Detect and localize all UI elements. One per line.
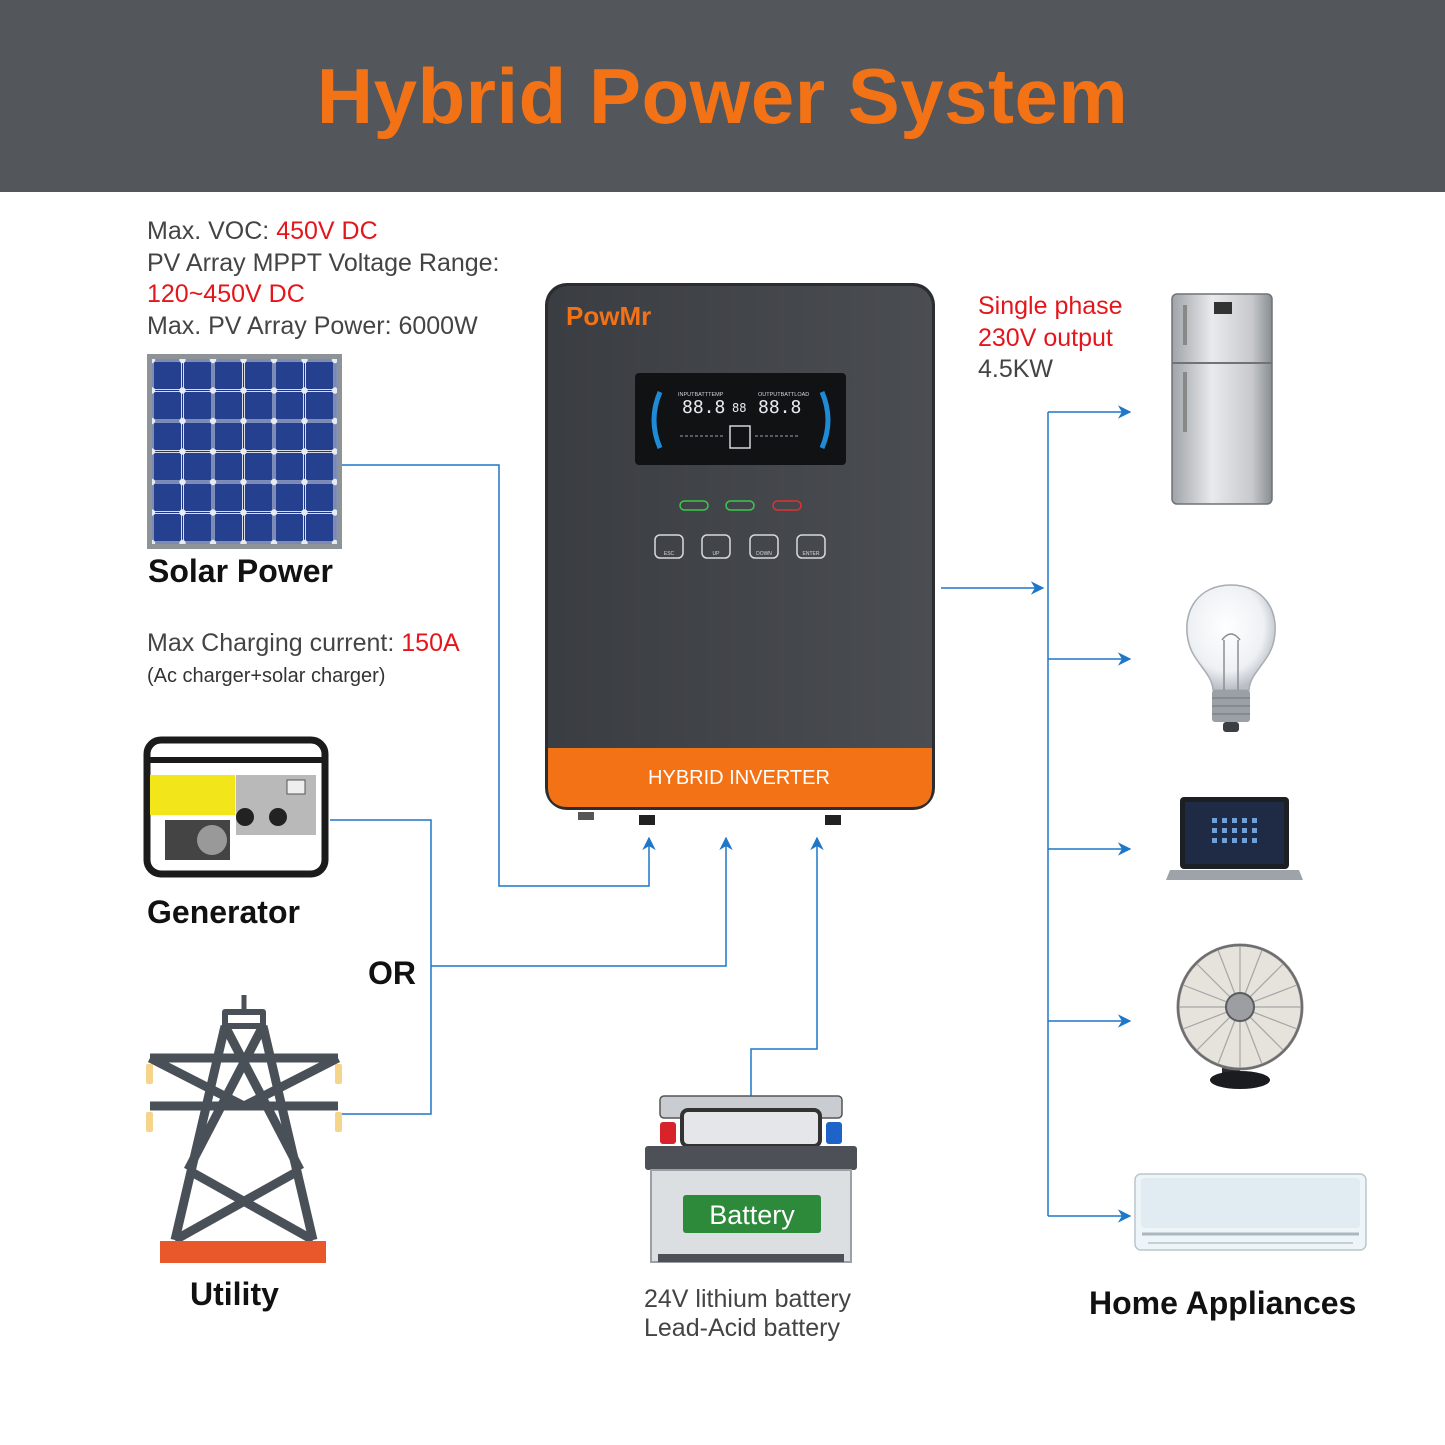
utility-base (160, 1241, 326, 1263)
battery-types: 24V lithium battery Lead-Acid battery (644, 1285, 851, 1343)
solar-panel-icon (147, 354, 342, 549)
inverter-brand: PowMr (566, 301, 651, 331)
charging-value: 150A (401, 629, 460, 657)
generator-icon (143, 736, 329, 878)
voc-line: Max. VOC: 450V DC (147, 216, 500, 248)
solar-line (342, 464, 656, 887)
esc-button: ESC (664, 551, 675, 557)
battery-icon (645, 1095, 857, 1263)
output-voltage: 230V output (978, 323, 1113, 352)
lcd-right-label: OUTPUTBATTLOAD (758, 392, 809, 398)
up-button: UP (713, 551, 721, 557)
inverter-device: INPUTBATTTEMP OUTPUTBATTLOAD 88.8 88 88.… (545, 283, 935, 825)
pv-power: Max. PV Array Power: 6000W (147, 311, 478, 340)
lcd-display: INPUTBATTTEMP OUTPUTBATTLOAD 88.8 88 88.… (651, 391, 831, 449)
voc-label: Max. VOC: (147, 217, 277, 245)
air-conditioner-icon (1134, 1173, 1367, 1251)
ac-input-line (431, 836, 733, 967)
page-title: Hybrid Power System (316, 51, 1129, 140)
utility-tower-icon (147, 995, 341, 1244)
charging-label: Max Charging current: (147, 629, 402, 657)
laptop-icon (1166, 797, 1303, 880)
output-phase: Single phase (978, 292, 1123, 320)
pv-specs: Max. VOC: 450V DC PV Array MPPT Voltage … (147, 216, 500, 342)
battery-type-lead-acid: Lead-Acid battery (644, 1314, 840, 1342)
inverter-label: HYBRID INVERTER (648, 767, 830, 789)
output-power: 4.5KW (978, 355, 1054, 383)
lcd-digits-right: 88.8 (758, 397, 801, 418)
charging-current: Max Charging current: 150A (147, 628, 460, 660)
refrigerator-icon (1171, 293, 1273, 505)
connection-lines (330, 405, 1132, 1223)
or-label: OR (368, 955, 416, 991)
generator-utility-line (330, 819, 432, 1115)
generator-label: Generator (147, 894, 300, 930)
light-bulb-icon (1186, 584, 1276, 732)
lcd-digits-mid: 88 (732, 401, 746, 415)
utility-label: Utility (190, 1276, 279, 1312)
battery-line (744, 836, 824, 1114)
output-specs: Single phase 230V output 4.5KW (978, 291, 1123, 386)
battery-label: Battery (709, 1200, 795, 1230)
appliances-label: Home Appliances (1089, 1285, 1357, 1321)
inverter-buttons (654, 534, 826, 559)
charging-note: (Ac charger+solar charger) (147, 665, 386, 687)
lcd-digits-left: 88.8 (682, 397, 725, 418)
fan-icon (1176, 943, 1304, 1089)
battery-type-lithium: 24V lithium battery (644, 1285, 852, 1313)
mppt-value: 120~450V DC (147, 280, 305, 308)
header-banner: Hybrid Power System (0, 0, 1445, 192)
down-button: DOWN (756, 551, 772, 557)
utility-insulators (146, 1064, 342, 1132)
voc-value: 450V DC (276, 217, 378, 245)
solar-label: Solar Power (148, 553, 333, 589)
mppt-label: PV Array MPPT Voltage Range: (147, 248, 500, 277)
enter-button: ENTER (803, 551, 820, 557)
lcd-left-label: INPUTBATTTEMP (678, 392, 724, 398)
status-leds (679, 500, 802, 511)
